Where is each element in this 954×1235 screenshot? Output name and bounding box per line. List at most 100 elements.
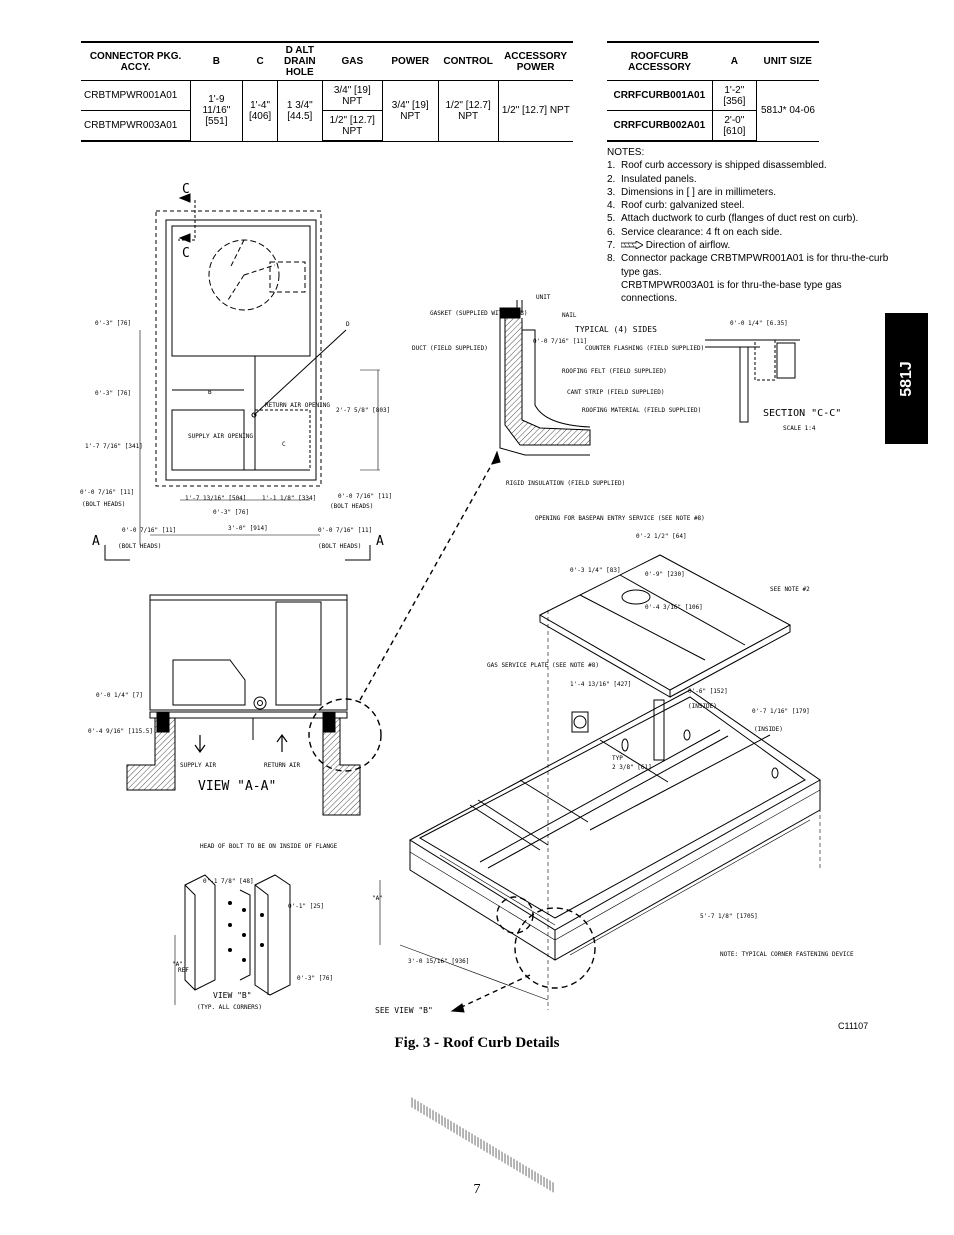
svg-text:0'-3" [76]: 0'-3" [76]	[95, 390, 131, 397]
svg-text:(BOLT HEADS): (BOLT HEADS)	[318, 543, 361, 550]
table-cell: 1/2" [12.7] NPT	[497, 80, 573, 142]
svg-text:"A": "A"	[172, 961, 183, 968]
note-item: 1.Roof curb accessory is shipped disasse…	[607, 160, 827, 172]
svg-text:SEE NOTE #2: SEE NOTE #2	[770, 586, 810, 593]
insulated-panels: OPENING FOR BASEPAN ENTRY SERVICE (SEE N…	[535, 515, 810, 698]
svg-text:VIEW "B": VIEW "B"	[213, 991, 252, 1000]
svg-text:0'-6" [152]: 0'-6" [152]	[688, 688, 728, 695]
col-header: ACCESSORY POWER	[498, 41, 573, 81]
note-item: 8.Connector package CRBTMPWR001A01 is fo…	[607, 252, 897, 305]
svg-text:0'-4 9/16" [115.5]: 0'-4 9/16" [115.5]	[88, 728, 153, 735]
notes-title: NOTES:	[607, 147, 645, 158]
svg-text:(TYP. ALL CORNERS): (TYP. ALL CORNERS)	[197, 1004, 262, 1011]
label-c: C	[182, 182, 190, 197]
svg-text:0'-3 1/4" [83]: 0'-3 1/4" [83]	[570, 567, 621, 574]
table-cell: 1/2" [12.7] NPT	[321, 110, 383, 142]
svg-text:"A": "A"	[372, 895, 383, 902]
svg-text:0'-0 7/16" [11]: 0'-0 7/16" [11]	[533, 338, 587, 345]
table-cell: 3/4" [19] NPT	[381, 80, 439, 142]
svg-text:3'-0" [914]: 3'-0" [914]	[228, 525, 268, 532]
note-item: 5.Attach ductwork to curb (flanges of du…	[607, 213, 859, 225]
table-cell: 1'-4" [406]	[242, 80, 278, 142]
svg-text:0'-0 1/4" [6.35]: 0'-0 1/4" [6.35]	[730, 320, 788, 327]
svg-text:TYP: TYP	[612, 755, 623, 762]
table-cell: 1'-2" [356]	[711, 80, 757, 111]
svg-text:0'-1 7/8" [48]: 0'-1 7/8" [48]	[203, 878, 254, 885]
table-cell: CRBTMPWR001A01	[81, 80, 191, 111]
svg-text:ROOFING MATERIAL (FIELD SUPPLI: ROOFING MATERIAL (FIELD SUPPLIED)	[582, 407, 701, 414]
table-cell: 581J* 04-06	[755, 80, 819, 142]
svg-text:2 3/8" [61]: 2 3/8" [61]	[612, 764, 652, 771]
notes-block: NOTES: 1.Roof curb accessory is shipped …	[607, 146, 897, 306]
svg-text:1'-1 1/8" [334]: 1'-1 1/8" [334]	[262, 495, 316, 502]
plan-view: C C A A 0'-3" [76] 0'-3" [76] 1'-7 7/16"…	[80, 182, 392, 561]
svg-text:0'-3" [76]: 0'-3" [76]	[95, 320, 131, 327]
svg-text:RETURN AIR: RETURN AIR	[264, 762, 301, 769]
col-header: CONNECTOR PKG. ACCY.	[81, 41, 191, 81]
svg-text:HEAD OF BOLT TO BE ON INSIDE O: HEAD OF BOLT TO BE ON INSIDE OF FLANGE	[200, 843, 338, 850]
label-c: C	[182, 246, 190, 261]
roofcurb-table: ROOFCURB ACCESSORY A UNIT SIZE CRRFCURB0…	[607, 41, 819, 142]
svg-text:0'-0 7/16" [11]: 0'-0 7/16" [11]	[122, 527, 176, 534]
col-header: B	[190, 41, 243, 81]
page-number: 7	[473, 1182, 481, 1197]
svg-text:SCALE 1:4: SCALE 1:4	[783, 425, 816, 432]
svg-text:1'-4 13/16" [427]: 1'-4 13/16" [427]	[570, 681, 631, 688]
view-a-label: VIEW "A-A"	[198, 779, 276, 794]
col-header: ROOFCURB ACCESSORY	[607, 41, 713, 81]
note-item: 2.Insulated panels.	[607, 173, 697, 185]
svg-text:(INSIDE): (INSIDE)	[688, 703, 717, 710]
svg-text:(BOLT HEADS): (BOLT HEADS)	[82, 501, 125, 508]
svg-text:REF: REF	[178, 967, 189, 974]
svg-text:0'-0 7/16" [11]: 0'-0 7/16" [11]	[338, 493, 392, 500]
svg-text:C: C	[282, 441, 286, 448]
col-header: CONTROL	[438, 41, 499, 81]
svg-text:RIGID INSULATION (FIELD SUPPLI: RIGID INSULATION (FIELD SUPPLIED)	[506, 480, 625, 487]
section-tab: 581J	[885, 313, 928, 444]
view-a-a: SUPPLY AIR RETURN AIR VIEW "A-A" 0'-0 1/…	[88, 594, 382, 816]
svg-text:NAIL: NAIL	[562, 312, 577, 319]
svg-text:DUCT (FIELD SUPPLIED): DUCT (FIELD SUPPLIED)	[412, 345, 488, 352]
connector-table: CONNECTOR PKG. ACCY. B C D ALT DRAIN HOL…	[81, 41, 573, 142]
col-header: C	[242, 41, 278, 81]
svg-text:0'-9" [230]: 0'-9" [230]	[645, 571, 685, 578]
svg-text:5'-7 1/8" [1705]: 5'-7 1/8" [1705]	[700, 913, 758, 920]
svg-text:UNIT: UNIT	[536, 294, 551, 301]
svg-text:A: A	[376, 534, 384, 549]
note-item: 7. Direction of airflow.	[607, 240, 731, 252]
table-cell: 1'-9 11/16" [551]	[189, 80, 243, 142]
svg-text:0'-3" [76]: 0'-3" [76]	[297, 975, 333, 982]
table-cell: 1 3/4" [44.5]	[277, 80, 323, 142]
svg-text:(BOLT HEADS): (BOLT HEADS)	[330, 503, 373, 510]
svg-text:A: A	[92, 534, 100, 549]
svg-text:NOTE: TYPICAL CORNER FASTENING: NOTE: TYPICAL CORNER FASTENING DEVICE	[720, 951, 854, 958]
svg-text:GASKET (SUPPLIED WITH CURB): GASKET (SUPPLIED WITH CURB)	[430, 310, 528, 317]
flashing-detail: GASKET (SUPPLIED WITH CURB) UNIT NAIL TY…	[412, 294, 704, 487]
svg-text:RETURN AIR OPENING: RETURN AIR OPENING	[265, 402, 330, 409]
svg-text:0'-2 1/2" [64]: 0'-2 1/2" [64]	[636, 533, 687, 540]
note-item: 4.Roof curb: galvanized steel.	[607, 200, 745, 212]
svg-text:(INSIDE): (INSIDE)	[754, 726, 783, 733]
figure-caption: Fig. 3 - Roof Curb Details	[394, 1035, 560, 1051]
airflow-arrow-icon	[621, 241, 643, 250]
svg-text:1'-7 7/16" [341]: 1'-7 7/16" [341]	[85, 443, 143, 450]
svg-text:B: B	[208, 389, 212, 396]
svg-text:3'-0 15/16" [936]: 3'-0 15/16" [936]	[408, 958, 469, 965]
svg-text:0'-3" [76]: 0'-3" [76]	[213, 509, 249, 516]
svg-text:0'-1" [25]: 0'-1" [25]	[288, 903, 324, 910]
svg-text:SUPPLY AIR OPENING: SUPPLY AIR OPENING	[188, 433, 253, 440]
svg-text:0'-4 3/16" [106]: 0'-4 3/16" [106]	[645, 604, 703, 611]
svg-text:0'-7 1/16" [179]: 0'-7 1/16" [179]	[752, 708, 810, 715]
view-b: HEAD OF BOLT TO BE ON INSIDE OF FLANGE 0…	[172, 843, 338, 1011]
svg-text:ROOFING FELT (FIELD SUPPLIED): ROOFING FELT (FIELD SUPPLIED)	[562, 368, 667, 375]
svg-text:(BOLT HEADS): (BOLT HEADS)	[118, 543, 161, 550]
svg-text:D: D	[346, 321, 350, 328]
table-cell: 1/2" [12.7] NPT	[437, 80, 499, 142]
svg-text:0'-0 1/4" [7]: 0'-0 1/4" [7]	[96, 692, 143, 699]
svg-text:0'-0 7/16" [11]: 0'-0 7/16" [11]	[318, 527, 372, 534]
roof-curb-iso: GAS SERVICE PLATE (SEE NOTE #8) 1'-4 13/…	[372, 610, 854, 1194]
svg-text:CANT STRIP (FIELD SUPPLIED): CANT STRIP (FIELD SUPPLIED)	[567, 389, 665, 396]
svg-text:OPENING FOR BASEPAN ENTRY SERV: OPENING FOR BASEPAN ENTRY SERVICE (SEE N…	[535, 515, 705, 522]
svg-text:TYPICAL (4) SIDES: TYPICAL (4) SIDES	[575, 325, 657, 334]
